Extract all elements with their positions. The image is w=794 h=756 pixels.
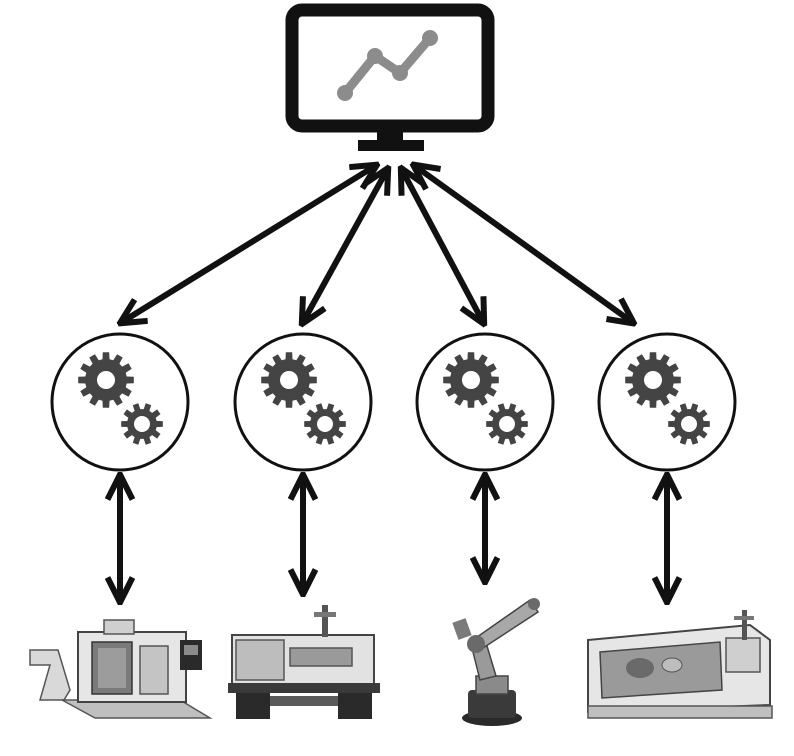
chart-point — [367, 48, 383, 64]
monitor-neck — [377, 126, 403, 142]
line-chart-trace — [340, 33, 435, 98]
controller-machine-connections — [120, 477, 667, 600]
gear-icon — [625, 352, 681, 408]
gear-icon — [668, 403, 710, 445]
cnc-lathe-icon — [587, 610, 773, 719]
monitor-base — [358, 140, 424, 151]
gear-hole — [280, 371, 298, 389]
chart-point — [337, 85, 353, 101]
gears-icon — [625, 352, 710, 445]
monitor-controller-connections — [122, 166, 632, 322]
gear-icon — [486, 403, 528, 445]
controller-node — [415, 332, 555, 472]
gear-hole — [97, 371, 115, 389]
bidirectional-arrow — [402, 170, 483, 322]
gear-hole — [462, 371, 480, 389]
controller-node — [597, 332, 737, 472]
gear-hole — [499, 416, 515, 432]
gear-hole — [134, 416, 150, 432]
gear-icon — [443, 352, 499, 408]
controller-node — [233, 332, 373, 472]
bidirectional-arrow — [122, 166, 375, 322]
controller-node — [50, 332, 190, 472]
gears-icon — [443, 352, 528, 445]
bidirectional-arrow — [303, 170, 387, 322]
gear-icon — [261, 352, 317, 408]
cnc-machining-center-icon — [29, 619, 213, 719]
gear-icon — [78, 352, 134, 408]
gear-hole — [317, 416, 333, 432]
controller-row — [50, 332, 737, 472]
robot-arm-icon — [452, 598, 540, 726]
lathe-icon — [228, 605, 380, 719]
gears-icon — [261, 352, 346, 445]
chart-point — [392, 65, 408, 81]
gear-hole — [644, 371, 662, 389]
chart-point — [422, 30, 438, 46]
gear-icon — [304, 403, 346, 445]
bidirectional-arrow — [415, 166, 632, 322]
gears-icon — [78, 352, 163, 445]
monitor-line-chart-icon — [285, 3, 495, 151]
gear-hole — [681, 416, 697, 432]
gear-icon — [121, 403, 163, 445]
